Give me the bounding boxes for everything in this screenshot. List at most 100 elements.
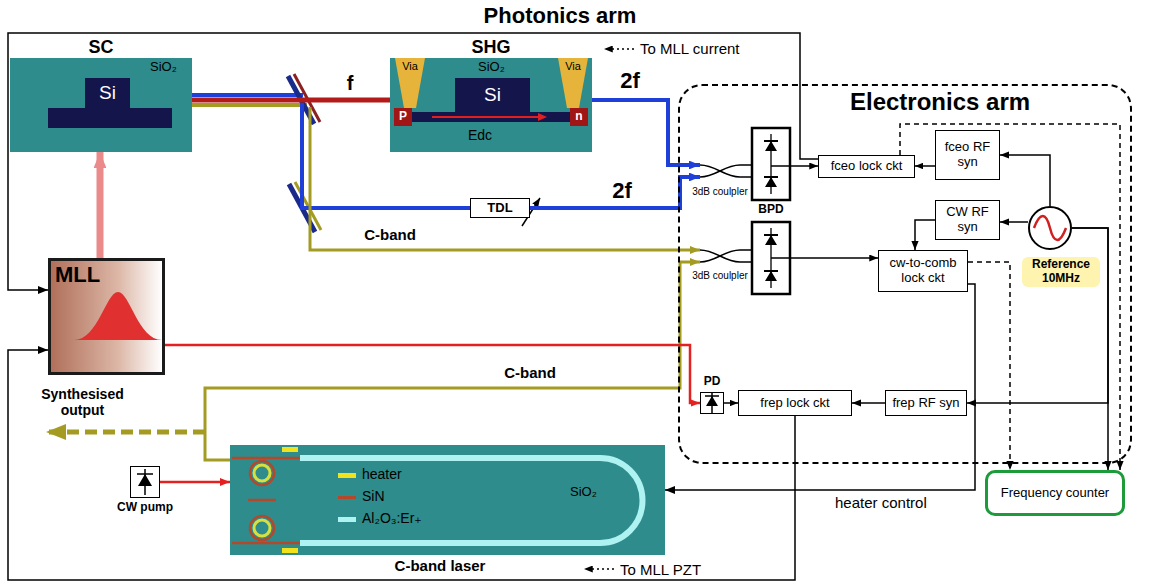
rib-waveguide: Si bbox=[48, 78, 172, 128]
node-label: TDL bbox=[487, 201, 512, 216]
node-label: cw-to-comb lock ckt bbox=[883, 256, 963, 286]
connector bbox=[665, 284, 975, 490]
oscillator-figure bbox=[1034, 216, 1066, 240]
via-contact: Via bbox=[558, 58, 588, 108]
pump-photodiode-figure bbox=[138, 474, 152, 486]
directional-coupler bbox=[740, 250, 752, 262]
node-label: n bbox=[575, 110, 582, 124]
connector bbox=[8, 350, 795, 580]
balanced-photodetector bbox=[765, 235, 777, 281]
legend-swatch bbox=[338, 496, 356, 499]
connector bbox=[967, 228, 1108, 403]
node-label: 3dB coulpler bbox=[688, 186, 752, 198]
connector bbox=[192, 98, 390, 103]
connector bbox=[900, 124, 1120, 470]
synthesised-output-arrow bbox=[46, 432, 205, 433]
laser-chip-figure bbox=[300, 458, 643, 543]
sc-output-beam bbox=[192, 93, 303, 97]
laser-chip-figure bbox=[230, 445, 665, 555]
synthesised-output-arrow bbox=[46, 430, 205, 435]
group-region: Electronics arm 3dB coulpler fceo lock ckt… bbox=[678, 84, 1132, 464]
pump-photodiode-figure bbox=[130, 466, 160, 498]
laser-chip-figure bbox=[254, 520, 270, 536]
laser-chip: C-band laserSiO₂ bbox=[230, 445, 665, 555]
direction-hint bbox=[584, 568, 614, 570]
coupler: 3dB coulpler bbox=[700, 156, 740, 186]
laser-chip-figure bbox=[250, 461, 274, 485]
connector bbox=[530, 177, 700, 208]
connector bbox=[915, 165, 935, 167]
node-label: 3dB coulpler bbox=[688, 270, 752, 282]
node-label: Reference 10MHz bbox=[1022, 257, 1100, 287]
connector-label: To MLL PZT bbox=[620, 561, 750, 578]
node-label: Via bbox=[402, 60, 418, 73]
connector bbox=[165, 345, 700, 403]
output-label: Synthesised output bbox=[25, 386, 140, 418]
node-label: P bbox=[399, 110, 407, 124]
waveguide-core-figure bbox=[538, 113, 547, 121]
via-contact: Via bbox=[395, 58, 425, 108]
beam-label: 2f bbox=[608, 68, 652, 93]
laser-chip-figure bbox=[254, 465, 270, 481]
beam-label: C-band bbox=[485, 364, 575, 381]
beam-label: 2f bbox=[600, 178, 644, 203]
laser-chip-figure bbox=[282, 548, 298, 553]
node-label: frep RF syn bbox=[892, 396, 959, 411]
connector bbox=[1000, 221, 1028, 223]
directional-coupler bbox=[700, 165, 752, 262]
node-sublabel: SiO₂ bbox=[150, 60, 188, 75]
node-sublabel: SiO₂ bbox=[570, 485, 610, 500]
node-label: PD bbox=[696, 375, 728, 389]
node-label: Electronics arm bbox=[850, 88, 1090, 116]
chip-cross-section: SCSiO₂Si bbox=[10, 58, 192, 152]
circuit-box: frep lock ckt bbox=[738, 390, 852, 416]
connector-label: To MLL current bbox=[640, 40, 790, 57]
directional-coupler bbox=[700, 165, 740, 177]
directional-coupler bbox=[700, 250, 740, 262]
connector bbox=[592, 100, 700, 165]
pump-photodiode: CW pump bbox=[130, 466, 160, 498]
synth-box: frep RF syn bbox=[885, 390, 967, 416]
beam-label: f bbox=[338, 72, 362, 95]
node-label: Si bbox=[484, 84, 501, 106]
directional-coupler bbox=[700, 165, 740, 177]
sc-output-beam bbox=[192, 103, 307, 107]
legend-swatch bbox=[338, 473, 356, 478]
connector-label: heater control bbox=[835, 494, 975, 511]
balanced-photodetector bbox=[765, 141, 777, 187]
node-label: MLL bbox=[55, 262, 125, 287]
node-label: fceo lock ckt bbox=[831, 159, 903, 174]
laser-chip-figure bbox=[282, 447, 298, 452]
node-label: fceo RF syn bbox=[940, 140, 995, 170]
field-label: Edc bbox=[450, 127, 510, 143]
coupler: 3dB coulpler bbox=[700, 240, 740, 270]
node-label: frep lock ckt bbox=[760, 396, 829, 411]
balanced-photodetector bbox=[764, 235, 778, 271]
synth-box: fceo RF syn bbox=[935, 130, 1000, 180]
laser-box-figure bbox=[74, 292, 162, 340]
node-label: Frequency counter bbox=[1001, 486, 1109, 501]
connector bbox=[97, 152, 104, 258]
legend-text: Al₂O₃:Er₊ bbox=[362, 510, 422, 526]
connector bbox=[852, 402, 885, 404]
laser-chip-figure bbox=[250, 516, 274, 540]
legend-text: heater bbox=[362, 466, 402, 482]
node-label: SHG bbox=[451, 37, 531, 58]
connector bbox=[915, 220, 935, 250]
waveguide-core-figure bbox=[432, 116, 540, 118]
oscillator: Reference 10MHz bbox=[1028, 206, 1072, 250]
rf-wire bbox=[790, 166, 878, 258]
beam-label: C-band bbox=[345, 226, 435, 243]
connector bbox=[1000, 155, 1050, 206]
rf-wire bbox=[790, 165, 818, 167]
oscillator-figure bbox=[1028, 206, 1072, 250]
pump-photodiode-figure bbox=[137, 469, 153, 495]
direction-hint bbox=[604, 48, 634, 50]
connector bbox=[205, 262, 700, 460]
circuit-box: cw-to-comb lock ckt bbox=[878, 250, 968, 292]
balanced-photodetector bbox=[764, 141, 778, 177]
photodiode-box-figure bbox=[705, 393, 719, 413]
node-label: Via bbox=[565, 60, 581, 73]
legend-text: SiN bbox=[362, 488, 385, 504]
photodiode-box: PD bbox=[700, 392, 724, 414]
